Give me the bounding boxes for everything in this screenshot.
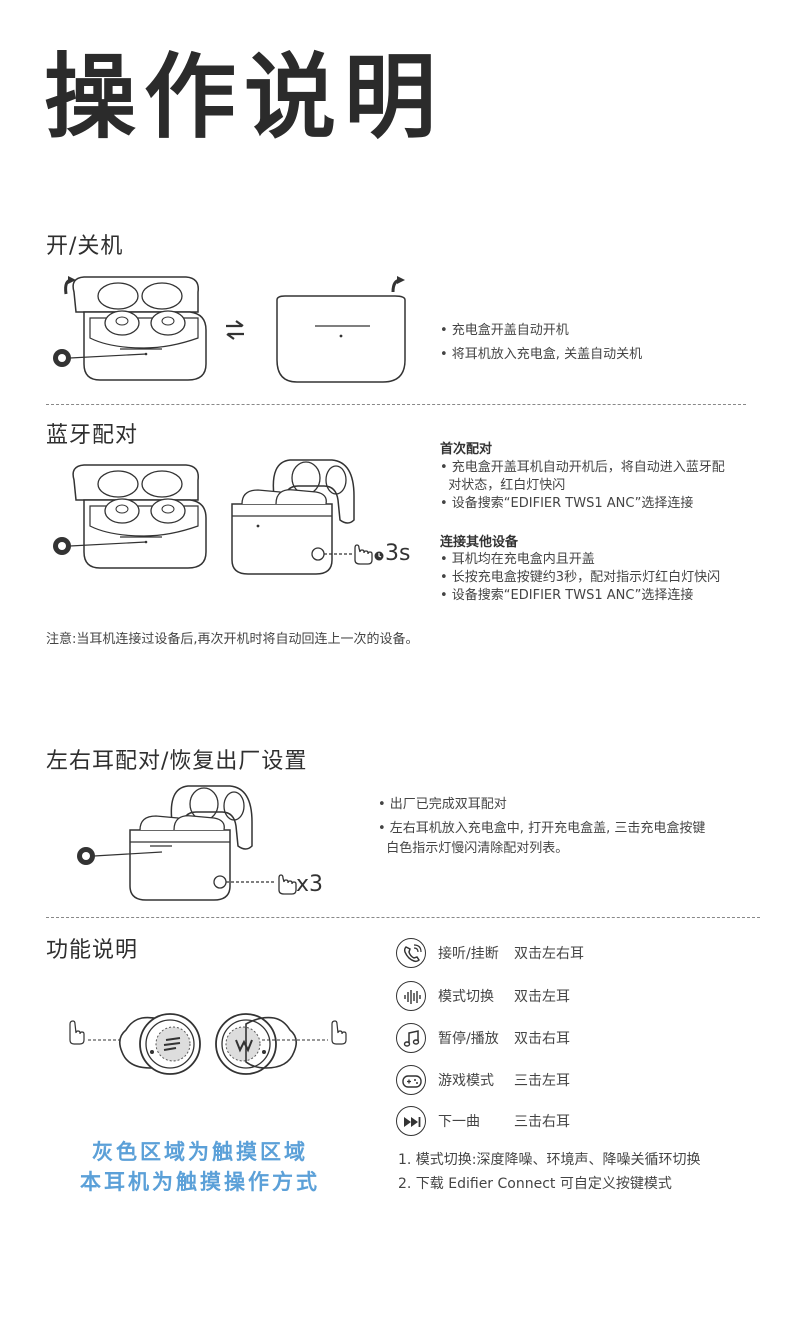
function-row: 模式切换 双击左耳 <box>396 980 570 1012</box>
first-pair-title: 首次配对 <box>440 442 493 457</box>
functions-heading: 功能说明 <box>46 938 139 963</box>
reset-bullet-2: • 左右耳机放入充电盒中, 打开充电盒盖, 三击充电盒按键 <box>378 821 706 836</box>
reset-heading: 左右耳配对/恢复出厂设置 <box>46 749 308 774</box>
function-action: 双击左耳 <box>514 989 570 1005</box>
function-action: 双击左右耳 <box>514 946 584 962</box>
function-action: 双击右耳 <box>514 1031 570 1047</box>
function-row: 接听/挂断 双击左右耳 <box>396 937 584 969</box>
page-title: 操作说明 <box>44 44 445 151</box>
hold-duration-label: 3s <box>385 541 411 566</box>
reconnect-note: 注意:当耳机连接过设备后,再次开机时将自动回连上一次的设备。 <box>46 632 419 647</box>
divider <box>46 404 746 405</box>
function-action: 三击左耳 <box>514 1073 570 1089</box>
finger-tap-icon <box>278 874 297 895</box>
waveform-icon <box>396 981 426 1011</box>
other-device-bullet-2: • 长按充电盒按键约3秒，配对指示灯红白灯快闪 <box>440 570 721 585</box>
open-case-illustration <box>53 464 207 569</box>
touch-area-note: 灰色区域为触摸区域 <box>92 1140 308 1164</box>
function-label: 接听/挂断 <box>438 946 499 962</box>
power-heading: 开/关机 <box>46 234 124 259</box>
function-label: 下一曲 <box>438 1114 480 1130</box>
music-note-icon <box>396 1023 426 1053</box>
side-case-illustration <box>231 459 355 575</box>
function-action: 三击右耳 <box>514 1114 570 1130</box>
first-pair-bullet-2: 对状态，红白灯快闪 <box>440 478 566 493</box>
function-row: 暂停/播放 双击右耳 <box>396 1022 570 1054</box>
open-case-illustration <box>53 276 207 381</box>
first-pair-bullet-3: • 设备搜索“EDIFIER TWS1 ANC”选择连接 <box>440 496 694 511</box>
closed-case-illustration <box>276 276 406 383</box>
finger-press-icon <box>354 544 384 565</box>
reset-bullet-1: • 出厂已完成双耳配对 <box>378 797 507 812</box>
function-row: 游戏模式 三击左耳 <box>396 1064 570 1096</box>
function-label: 暂停/播放 <box>438 1031 499 1047</box>
swap-arrows-icon <box>226 320 244 340</box>
touch-operation-note: 本耳机为触摸操作方式 <box>80 1170 320 1194</box>
bluetooth-heading: 蓝牙配对 <box>46 423 139 448</box>
earbuds-touch-illustration <box>69 1013 347 1075</box>
tap-count-label: x3 <box>296 872 324 897</box>
power-bullet-1: • 充电盒开盖自动开机 <box>440 323 569 338</box>
function-note-1: 1. 模式切换:深度降噪、环境声、降噪关循环切换 <box>398 1152 701 1168</box>
other-device-bullet-3: • 设备搜索“EDIFIER TWS1 ANC”选择连接 <box>440 588 694 603</box>
reset-bullet-3: 白色指示灯慢闪清除配对列表。 <box>378 841 569 856</box>
function-label: 模式切换 <box>438 989 494 1005</box>
other-device-bullet-1: • 耳机均在充电盒内且开盖 <box>440 552 595 567</box>
power-bullet-2: • 将耳机放入充电盒, 关盖自动关机 <box>440 347 643 362</box>
next-track-icon <box>396 1106 426 1136</box>
first-pair-bullet-1: • 充电盒开盖耳机自动开机后，将自动进入蓝牙配 <box>440 460 725 475</box>
function-note-2: 2. 下载 Edifier Connect 可自定义按键模式 <box>398 1176 672 1192</box>
function-row: 下一曲 三击右耳 <box>396 1105 570 1137</box>
other-device-title: 连接其他设备 <box>440 535 519 550</box>
gamepad-icon <box>396 1065 426 1095</box>
function-label: 游戏模式 <box>438 1073 494 1089</box>
phone-icon <box>396 938 426 968</box>
divider <box>46 917 760 918</box>
side-case-illustration <box>77 785 274 901</box>
